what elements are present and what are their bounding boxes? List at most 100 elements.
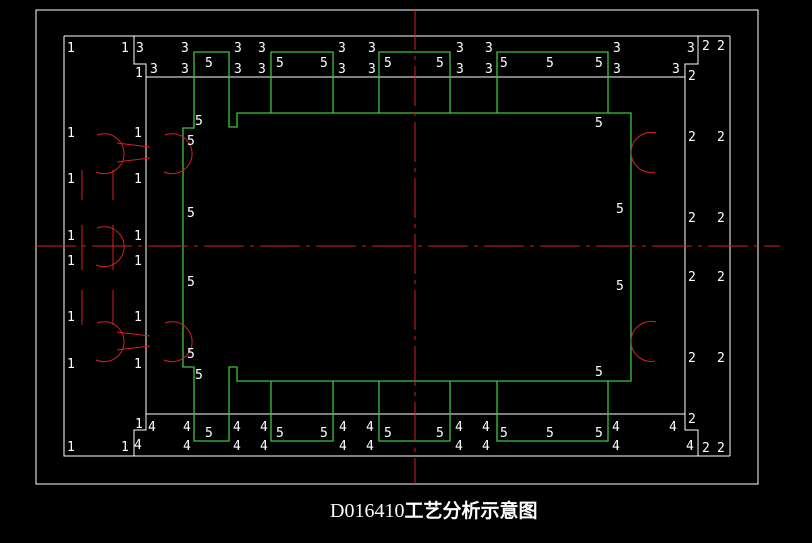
label-5: 5: [500, 56, 508, 71]
top-right-step: [684, 36, 699, 77]
label-1: 1: [67, 126, 75, 141]
label-2: 2: [717, 130, 725, 145]
label-3: 3: [613, 41, 621, 56]
label-3: 3: [456, 62, 464, 77]
label-2: 2: [702, 39, 710, 54]
label-3: 3: [234, 41, 242, 56]
label-3: 3: [258, 62, 266, 77]
label-5: 5: [195, 114, 203, 129]
left-clamp-arcs: [81, 133, 193, 363]
label-3: 3: [181, 62, 189, 77]
label-4: 4: [339, 420, 347, 435]
bottom-right-step: [684, 414, 699, 456]
label-3: 3: [181, 41, 189, 56]
label-2: 2: [688, 211, 696, 226]
label-1: 1: [67, 440, 75, 455]
drawing-code: D016410: [330, 500, 405, 522]
label-5: 5: [205, 56, 213, 71]
label-1: 1: [67, 254, 75, 269]
label-5: 5: [546, 56, 554, 71]
label-5: 5: [500, 426, 508, 441]
top-tab-3: [378, 51, 451, 113]
bottom-tab-2: [270, 381, 334, 442]
label-4: 4: [686, 439, 694, 454]
label-2: 2: [688, 412, 696, 427]
part-outline: [182, 51, 632, 442]
label-2: 2: [702, 441, 710, 456]
label-5: 5: [187, 134, 195, 149]
label-2: 2: [688, 69, 696, 84]
label-4: 4: [183, 439, 191, 454]
label-5: 5: [187, 347, 195, 362]
label-4: 4: [183, 420, 191, 435]
label-5: 5: [595, 365, 603, 380]
label-2: 2: [717, 441, 725, 456]
right-clamp-arcs: [630, 131, 657, 362]
label-5: 5: [320, 56, 328, 71]
label-5: 5: [616, 202, 624, 217]
label-5: 5: [276, 56, 284, 71]
label-5: 5: [595, 426, 603, 441]
label-4: 4: [260, 420, 268, 435]
label-1: 1: [135, 417, 143, 432]
label-3: 3: [687, 41, 695, 56]
label-1: 1: [67, 310, 75, 325]
label-3: 3: [258, 41, 266, 56]
label-4: 4: [482, 439, 490, 454]
label-5: 5: [384, 56, 392, 71]
label-1: 1: [134, 229, 142, 244]
label-2: 2: [688, 130, 696, 145]
label-3: 3: [485, 62, 493, 77]
label-4: 4: [455, 420, 463, 435]
label-2: 2: [717, 39, 725, 54]
label-1: 1: [134, 126, 142, 141]
label-2: 2: [688, 270, 696, 285]
label-4: 4: [233, 439, 241, 454]
bottom-tab-4: [496, 381, 609, 442]
label-2: 2: [688, 351, 696, 366]
label-2: 2: [717, 270, 725, 285]
label-5: 5: [320, 426, 328, 441]
label-1: 1: [134, 172, 142, 187]
label-1: 1: [67, 229, 75, 244]
top-tab-4: [496, 51, 609, 113]
outer-frame: [35, 9, 759, 485]
label-5: 5: [195, 368, 203, 383]
label-5: 5: [205, 426, 213, 441]
label-1: 1: [134, 357, 142, 372]
label-3: 3: [234, 62, 242, 77]
label-3: 3: [368, 62, 376, 77]
label-4: 4: [339, 439, 347, 454]
face-labels: 1 1 1 1 1 1 1 1 1 1 1 1 1 1 1 1 1 1 3 3 …: [67, 39, 725, 456]
label-4: 4: [260, 439, 268, 454]
label-3: 3: [338, 62, 346, 77]
label-3: 3: [338, 41, 346, 56]
label-5: 5: [436, 426, 444, 441]
label-2: 2: [717, 351, 725, 366]
label-5: 5: [187, 206, 195, 221]
drawing-title: D016410工艺分析示意图: [330, 496, 537, 523]
label-5: 5: [595, 116, 603, 131]
label-3: 3: [613, 62, 621, 77]
label-1: 1: [134, 254, 142, 269]
label-4: 4: [669, 420, 677, 435]
label-5: 5: [546, 426, 554, 441]
label-4: 4: [612, 439, 620, 454]
label-4: 4: [366, 439, 374, 454]
label-1: 1: [67, 41, 75, 56]
label-1: 1: [134, 310, 142, 325]
label-4: 4: [455, 439, 463, 454]
label-5: 5: [187, 275, 195, 290]
label-1: 1: [67, 357, 75, 372]
label-5: 5: [616, 279, 624, 294]
label-4: 4: [134, 438, 142, 453]
label-4: 4: [366, 420, 374, 435]
label-5: 5: [276, 426, 284, 441]
label-1: 1: [135, 66, 143, 81]
label-3: 3: [485, 41, 493, 56]
label-4: 4: [612, 420, 620, 435]
label-4: 4: [482, 420, 490, 435]
label-1: 1: [121, 41, 129, 56]
label-5: 5: [595, 56, 603, 71]
